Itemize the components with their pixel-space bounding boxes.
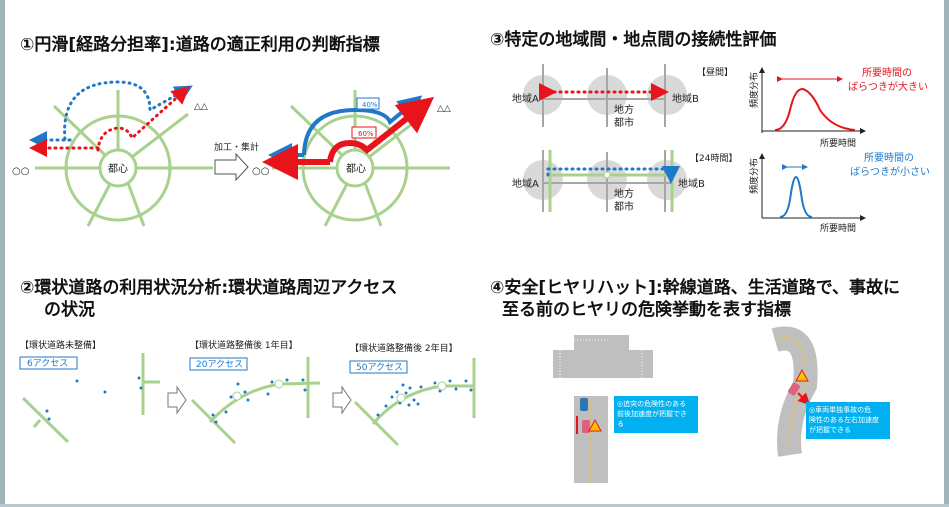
note1-line1: ◎追突の危険性のある xyxy=(617,399,686,408)
stage-before: 【環状道路未整備】 6アクセス xyxy=(19,339,160,444)
red-share-badge xyxy=(351,126,377,139)
stage-year2: 【環状道路整備後 2年目】 50アクセス xyxy=(349,342,476,447)
process-arrow-icon xyxy=(214,152,249,182)
access-count: 50アクセス xyxy=(356,362,403,373)
curve-illustration: ◎車両単独事故の危 険性のある左右加速度 が把握できる xyxy=(771,326,890,457)
stage-arrow-icon xyxy=(332,385,352,415)
city-label-top-2: 都市 xyxy=(614,116,634,129)
area-b-label-top: 地域B xyxy=(672,92,699,105)
note2-line1: ◎車両単独事故の危 xyxy=(809,405,871,414)
area-b-label-bottom: 地域B xyxy=(678,177,705,190)
car-icon xyxy=(788,382,800,396)
blue-share-value: 40% xyxy=(362,101,378,109)
y-axis-label-top: 頻度分布 xyxy=(748,72,760,108)
destination-label-before: △△ xyxy=(194,102,208,112)
panel-ring-road-access: ②環状道路の利用状況分析:環状道路周辺アクセス の状況 【環状道路未整備】 6ア… xyxy=(19,277,476,447)
left-frame xyxy=(0,0,5,507)
stage-label: 【環状道路整備後 1年目】 xyxy=(190,339,298,351)
origin-label-after: ○○ xyxy=(252,166,269,177)
panel3-title: ③特定の地域間・地点間の接続性評価 xyxy=(490,29,776,50)
panel2-title-2: の状況 xyxy=(44,299,95,320)
destination-label-after: △△ xyxy=(437,104,451,114)
access-count: 20アクセス xyxy=(196,359,243,370)
process-label: 加工・集計 xyxy=(214,141,259,153)
panel-route-share: ①円滑[経路分担率]:道路の適正利用の判断指標 都心 ○○ △△ 加工・集計 ○… xyxy=(12,34,452,228)
stage-label: 【環状道路整備後 2年目】 xyxy=(350,342,458,354)
bottom-frame xyxy=(0,504,949,507)
city-label-bottom-2: 都市 xyxy=(614,200,634,213)
blue-share-badge xyxy=(356,97,380,110)
panel4-title-1: ④安全[ヒヤリハット]:幹線道路、生活道路で、事故に xyxy=(490,277,900,298)
red-share-value: 60% xyxy=(358,130,374,138)
allday-route-dotted xyxy=(546,166,680,184)
large-variance-text-1: 所要時間の xyxy=(862,67,912,79)
city-label-top-1: 地方 xyxy=(614,103,634,116)
note2-line3: が把握できる xyxy=(809,425,851,434)
note1-line2: 前後加速度が把握でき xyxy=(617,409,687,418)
small-variance-text-1: 所要時間の xyxy=(864,152,914,164)
note2-line2: 険性のある左右加速度 xyxy=(809,415,879,424)
wide-distribution-curve xyxy=(774,87,856,131)
area-a-label-bottom: 地域A xyxy=(512,177,539,190)
narrow-distribution-curve xyxy=(779,175,813,218)
panel2-title-1: ②環状道路の利用状況分析:環状道路周辺アクセス xyxy=(20,277,397,298)
city-label-bottom-1: 地方 xyxy=(614,187,634,200)
panel-near-miss: ④安全[ヒヤリハット]:幹線道路、生活道路で、事故に 至る前のヒヤリの危険挙動を… xyxy=(490,277,900,483)
y-axis-label-bottom: 頻度分布 xyxy=(748,158,760,194)
area-a-label-top: 地域A xyxy=(512,92,539,105)
x-axis-label-bottom: 所要時間 xyxy=(820,223,856,234)
x-axis-label-top: 所要時間 xyxy=(820,138,856,149)
stage-year1: 【環状道路整備後 1年目】 20アクセス xyxy=(189,339,321,445)
warning-icon xyxy=(588,418,602,432)
origin-label-before: ○○ xyxy=(12,166,29,177)
blue-route-dotted xyxy=(63,80,193,142)
stage-label: 【環状道路未整備】 xyxy=(20,339,101,351)
small-variance-text-2: ばらつきが小さい xyxy=(850,165,930,178)
intersection-illustration: ◎追突の危険性のある 前後加速度が把握でき る xyxy=(553,335,698,483)
warning-icon xyxy=(795,368,809,382)
car-rear-icon xyxy=(582,420,590,433)
center-label-before: 都心 xyxy=(108,163,128,175)
right-frame xyxy=(944,0,949,507)
blue-route-arrow xyxy=(302,95,423,156)
red-route-dotted xyxy=(96,85,190,152)
note1-line3: る xyxy=(617,420,624,428)
access-count: 6アクセス xyxy=(27,358,68,369)
lateral-accel-arrow-icon xyxy=(797,392,811,406)
center-label-after: 都心 xyxy=(346,163,366,175)
red-route-arrow xyxy=(327,96,435,163)
panel1-title: ①円滑[経路分担率]:道路の適正利用の判断指標 xyxy=(20,34,380,55)
panel4-title-2: 至る前のヒヤリの危険挙動を表す指標 xyxy=(502,299,791,320)
daytime-label: 【昼間】 xyxy=(697,67,733,78)
panel-connectivity: ③特定の地域間・地点間の接続性評価 地域A 地域B 地方 都市 地域A 地域B … xyxy=(490,29,930,234)
car-front-icon xyxy=(580,398,588,411)
radial-road-map-before xyxy=(33,88,215,228)
allday-label: 【24時間】 xyxy=(690,153,737,164)
large-variance-text-2: ばらつきが大きい xyxy=(848,80,928,93)
stage-arrow-icon xyxy=(167,385,187,415)
